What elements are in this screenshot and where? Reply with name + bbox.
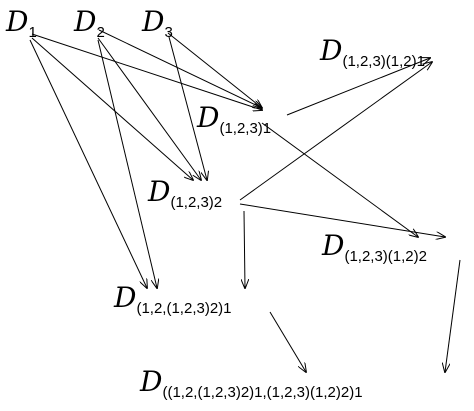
node-dfinal-subscript: ((1,2,(1,2,3)2)1,(1,2,3)(1,2)2)1 — [162, 384, 363, 401]
node-d1232-symbol: D — [148, 175, 171, 208]
node-d2-subscript: 2 — [96, 24, 105, 41]
node-d2-symbol: D — [74, 5, 97, 38]
edge-d2-to-d1232 — [97, 37, 201, 180]
edge-d12_12321-to-dfinal — [269, 311, 306, 372]
node-dfinal-symbol: D — [140, 365, 163, 398]
edge-d3-to-d1232 — [168, 36, 207, 180]
edge-d2-to-d12_12321 — [97, 39, 157, 288]
edge-d1232-to-d123122 — [239, 203, 445, 237]
node-d1232-subscript: (1,2,3)2 — [170, 194, 223, 211]
node-d1: D1 — [6, 5, 37, 41]
node-d2: D2 — [74, 5, 105, 41]
node-d1231-subscript: (1,2,3)1 — [219, 120, 272, 137]
node-d3: D3 — [142, 5, 173, 41]
edge-d1232-to-d12_12321 — [244, 210, 245, 288]
node-d123122: D(1,2,3)(1,2)2 — [322, 229, 427, 265]
edge-d1-to-d12_12321 — [29, 39, 147, 288]
node-d1-subscript: 1 — [28, 24, 37, 41]
node-d1231-symbol: D — [197, 101, 220, 134]
node-d123122-subscript: (1,2,3)(1,2)2 — [344, 248, 427, 265]
node-d3-subscript: 3 — [164, 24, 173, 41]
edge-d1231-to-d123122 — [261, 122, 418, 237]
node-d12-12321: D(1,2,(1,2,3)2)1 — [114, 281, 232, 317]
node-d123122-symbol: D — [322, 229, 345, 262]
node-d3-symbol: D — [142, 5, 165, 38]
node-d12-12321-subscript: (1,2,(1,2,3)2)1 — [136, 300, 232, 317]
node-d123121-subscript: (1,2,3)(1,2)1 — [342, 53, 425, 70]
node-d12-12321-symbol: D — [114, 281, 137, 314]
edge-d1-to-d1231 — [31, 33, 262, 110]
edge-d1232-to-d123121 — [239, 62, 432, 201]
node-d123121-symbol: D — [320, 34, 343, 67]
node-d1-symbol: D — [6, 5, 29, 38]
edge-d1231-to-d123121 — [286, 58, 430, 116]
node-d123121: D(1,2,3)(1,2)1 — [320, 34, 425, 70]
node-dfinal: D((1,2,(1,2,3)2)1,(1,2,3)(1,2)2)1 — [140, 365, 363, 401]
edge-d1-to-d1232 — [31, 37, 193, 180]
edge-d123122-to-dfinal — [445, 259, 461, 372]
edge-d3-to-d1231 — [167, 32, 262, 108]
edge-d2-to-d1231 — [98, 29, 262, 108]
node-d1231: D(1,2,3)1 — [197, 101, 271, 137]
node-d1232: D(1,2,3)2 — [148, 175, 222, 211]
